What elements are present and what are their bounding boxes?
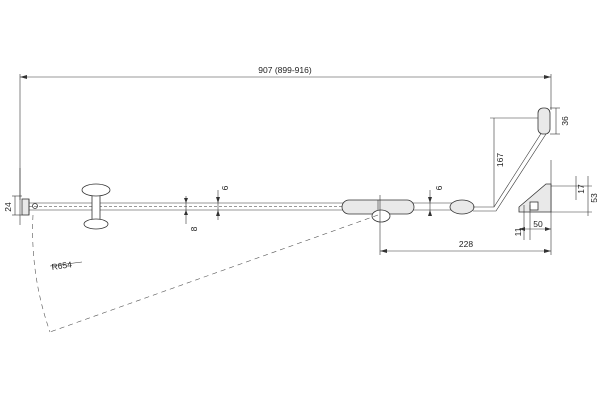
dimension-glass-thickness-left: 6: [216, 185, 230, 220]
dim-label-17: 17: [576, 184, 586, 194]
dim-label-11: 11: [513, 227, 523, 236]
glass-panel-fixed: [29, 202, 345, 211]
dimension-strut-height: 167: [490, 117, 538, 207]
door-swing-path: [32, 214, 379, 333]
dim-label-50: 50: [533, 219, 543, 229]
door-handle: [81, 183, 111, 230]
dim-label-overall-width: 907 (899-916): [258, 65, 312, 75]
dimension-bracket-height: 17 53: [551, 176, 599, 216]
dimension-swing-radius: R654: [49, 259, 83, 272]
dim-label-6-right: 6: [434, 185, 444, 190]
dimension-top-fitting: 36: [550, 107, 570, 135]
dimension-bracket-depth: 11: [513, 205, 531, 240]
dim-label-8: 8: [189, 226, 199, 231]
dimension-knob-offset: 8: [184, 196, 199, 231]
dim-label-36: 36: [560, 116, 570, 126]
dim-label-228: 228: [459, 239, 473, 249]
dimension-overall-width: 907 (899-916): [19, 65, 552, 200]
dimension-wall-profile: 24: [3, 195, 22, 216]
support-strut: [449, 107, 551, 215]
left-wall-profile: [19, 168, 38, 225]
dim-label-24: 24: [3, 202, 13, 212]
dim-label-6-left: 6: [220, 185, 230, 190]
dimension-hinge-distance: 228: [380, 225, 552, 255]
dim-label-53: 53: [589, 193, 599, 203]
dim-label-167: 167: [495, 153, 505, 167]
hinge-assembly: [341, 195, 415, 255]
dimension-bracket-width: 50: [519, 219, 551, 231]
dimension-glass-thickness-right: 6: [428, 185, 444, 216]
right-wall-bracket: [518, 160, 552, 225]
dim-label-radius: R654: [51, 259, 73, 272]
